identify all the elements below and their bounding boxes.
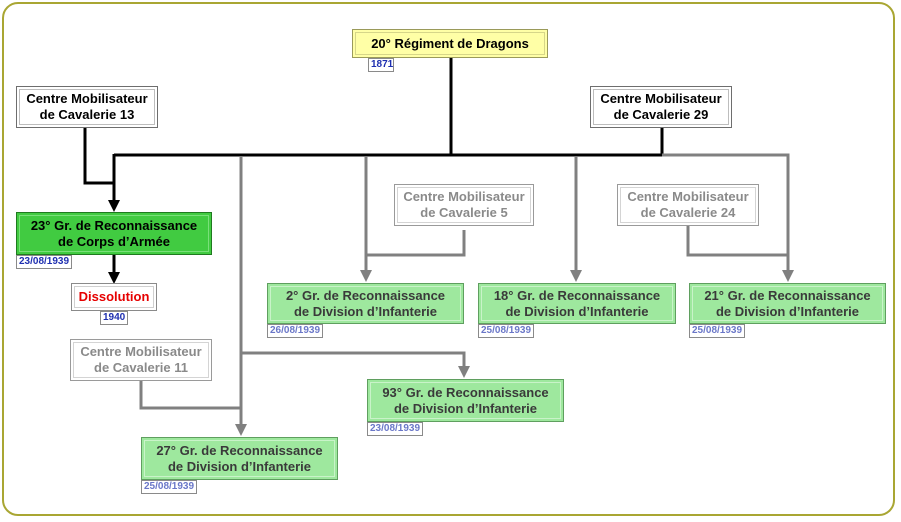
node-label: 20° Régiment de Dragons (371, 35, 529, 51)
node-cm-cavalerie-5: Centre Mobilisateur de Cavalerie 5 (394, 184, 534, 226)
date-badge-gr18: 25/08/1939 (478, 324, 534, 338)
node-20-regiment-dragons: 20° Régiment de Dragons (352, 29, 548, 58)
link-cm5-to-gr2 (366, 230, 466, 257)
arrow-to-gr93 (458, 366, 470, 378)
arrow-to-gr18 (570, 270, 582, 282)
date-badge-gr23: 23/08/1939 (16, 255, 72, 269)
node-cm-cavalerie-13: Centre Mobilisateur de Cavalerie 13 (16, 86, 158, 128)
node-2-gr-reconnaissance-di: 2° Gr. de Reconnaissance de Division d’I… (267, 283, 464, 324)
date-badge-gr93: 23/08/1939 (367, 422, 423, 436)
link-cm24-to-gr21 (686, 226, 788, 257)
link-cm13-down (83, 126, 114, 185)
arrow-to-gr23 (108, 200, 120, 212)
node-cm-cavalerie-11: Centre Mobilisateur de Cavalerie 11 (70, 339, 212, 381)
node-dissolution: Dissolution (71, 283, 157, 311)
link-right-branch-gr21 (662, 153, 790, 272)
node-label: 23° Gr. de Reconnaissance de Corps d’Arm… (30, 217, 198, 249)
node-label: Centre Mobilisateur de Cavalerie 29 (600, 91, 722, 122)
date-badge-gr27: 25/08/1939 (141, 480, 197, 494)
node-18-gr-reconnaissance-di: 18° Gr. de Reconnaissance de Division d’… (478, 283, 676, 324)
node-label: 93° Gr. de Reconnaissance de Division d’… (382, 384, 549, 416)
date-badge-gr21: 25/08/1939 (689, 324, 745, 338)
node-cm-cavalerie-29: Centre Mobilisateur de Cavalerie 29 (590, 86, 732, 128)
node-93-gr-reconnaissance-di: 93° Gr. de Reconnaissance de Division d’… (367, 379, 564, 422)
node-cm-cavalerie-24: Centre Mobilisateur de Cavalerie 24 (617, 184, 759, 226)
arrow-to-gr21 (782, 270, 794, 282)
arrow-to-dissolution (108, 272, 120, 284)
arrow-to-gr27 (235, 424, 247, 436)
node-label: Centre Mobilisateur de Cavalerie 11 (80, 344, 202, 375)
link-branch-to-gr93 (241, 351, 466, 368)
node-label: Centre Mobilisateur de Cavalerie 24 (627, 189, 749, 220)
arrow-to-gr2 (360, 270, 372, 282)
node-label: 27° Gr. de Reconnaissance de Division d’… (156, 442, 323, 474)
node-23-gr-reconnaissance-ca: 23° Gr. de Reconnaissance de Corps d’Arm… (16, 212, 212, 255)
node-label: Centre Mobilisateur de Cavalerie 5 (403, 189, 525, 220)
date-badge-gr2: 26/08/1939 (267, 324, 323, 338)
node-label: 2° Gr. de Reconnaissance de Division d’I… (285, 287, 446, 319)
link-cm11-to-gr27 (139, 379, 241, 410)
date-badge-root: 1871 (368, 58, 394, 72)
node-label: 21° Gr. de Reconnaissance de Division d’… (704, 287, 871, 319)
node-21-gr-reconnaissance-di: 21° Gr. de Reconnaissance de Division d’… (689, 283, 886, 324)
date-badge-dissolution: 1940 (100, 311, 128, 325)
node-label: Centre Mobilisateur de Cavalerie 13 (26, 91, 148, 122)
node-label: 18° Gr. de Reconnaissance de Division d’… (493, 287, 661, 319)
node-27-gr-reconnaissance-di: 27° Gr. de Reconnaissance de Division d’… (141, 437, 338, 480)
node-label: Dissolution (78, 289, 150, 304)
